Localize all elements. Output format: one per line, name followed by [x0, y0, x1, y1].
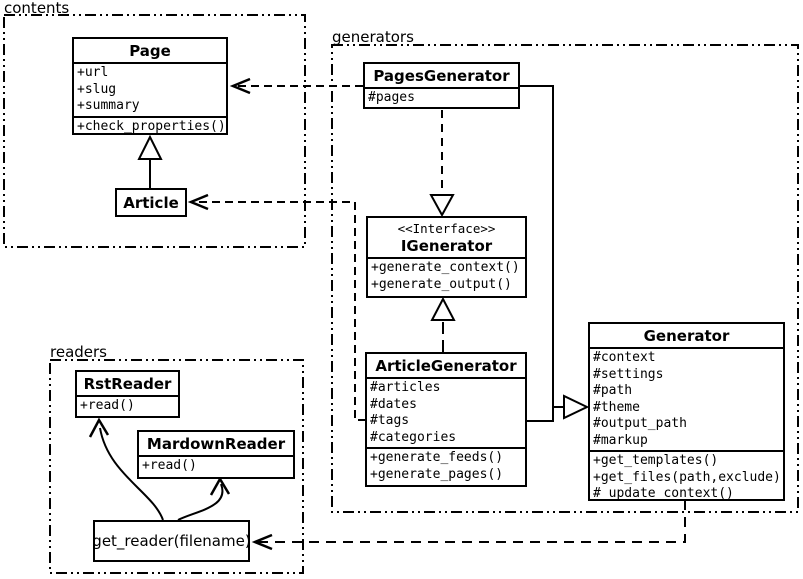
class-mardownreader: MardownReader +read(): [137, 430, 295, 479]
method: #_update_context(): [593, 486, 734, 501]
class-page-methods: +check_properties(): [74, 115, 226, 137]
method: +get_templates(): [593, 453, 719, 468]
realization-pagesgenerator-to-igenerator: [429, 110, 455, 218]
generators-package-label: generators: [332, 28, 414, 46]
class-articlegenerator-methods: +generate_feeds() +generate_pages(): [367, 447, 525, 484]
class-generator: Generator #context #settings #path #them…: [588, 322, 785, 501]
class-page-attributes: +url +slug +summary: [74, 62, 226, 116]
arrow-getreader-to-mardownreader: [177, 476, 231, 521]
generators-package-border: [331, 44, 799, 513]
class-generator-title: Generator: [643, 327, 730, 345]
class-igenerator-methods: +generate_context() +generate_output(): [368, 257, 525, 294]
class-generator-methods: +get_templates() +get_files(path,exclude…: [590, 450, 783, 504]
class-articlegenerator-title: ArticleGenerator: [375, 357, 517, 375]
class-rstreader: RstReader +read(): [75, 370, 180, 418]
class-pagesgenerator-title: PagesGenerator: [373, 67, 510, 85]
attribute: #articles: [370, 380, 441, 395]
method: +generate_output(): [371, 276, 512, 292]
attribute: #categories: [370, 429, 457, 445]
arrow-getreader-to-rstreader: [88, 417, 164, 521]
class-articlegenerator: ArticleGenerator #articles #dates #tags …: [365, 352, 527, 487]
function-get-reader: get_reader(filename): [92, 520, 251, 562]
class-pagesgenerator: PagesGenerator #pages: [363, 62, 520, 109]
attribute: #context: [593, 350, 656, 365]
attribute: +url: [77, 65, 109, 80]
class-igenerator: <<Interface>> IGenerator +generate_conte…: [366, 216, 527, 298]
realization-articlegenerator-to-igenerator: [430, 296, 456, 352]
class-igenerator-stereotype: <<Interface>>: [397, 221, 496, 236]
class-rstreader-title: RstReader: [83, 375, 172, 393]
attribute: #dates: [370, 396, 417, 412]
class-generator-attributes: #context #settings #path #theme #output_…: [590, 347, 783, 450]
attribute: #tags: [370, 413, 410, 428]
class-page-title: Page: [129, 42, 171, 60]
attribute: #theme: [593, 399, 640, 415]
inheritance-article-to-page: [137, 134, 163, 190]
method: +generate_pages(): [370, 466, 504, 482]
class-rstreader-methods: +read(): [77, 395, 178, 416]
method: +read(): [142, 458, 197, 473]
inheritance-generators-to-generator: [520, 85, 590, 422]
class-article: Article: [115, 188, 187, 217]
attribute: #output_path: [593, 416, 687, 431]
method: +generate_context(): [371, 260, 520, 275]
function-get-reader-label: get_reader(filename): [92, 532, 251, 550]
attribute: #pages: [368, 90, 415, 105]
class-mardownreader-methods: +read(): [139, 455, 293, 476]
dependency-generator-to-getreader: [251, 500, 686, 551]
class-page: Page +url +slug +summary +check_properti…: [72, 37, 228, 135]
attribute: +summary: [77, 98, 140, 113]
method: +generate_feeds(): [370, 450, 504, 465]
readers-package-label: readers: [50, 343, 107, 361]
class-article-title: Article: [123, 194, 179, 212]
readers-package-border: [49, 359, 304, 574]
contents-package-label: contents: [4, 0, 70, 17]
dependency-pagesgenerator-to-page: [229, 77, 363, 95]
method: +get_files(path,exclude): [593, 469, 781, 485]
attribute: +slug: [77, 81, 117, 97]
class-articlegenerator-attributes: #articles #dates #tags #categories: [367, 377, 525, 447]
class-mardownreader-title: MardownReader: [146, 435, 286, 453]
class-igenerator-title: IGenerator: [400, 237, 493, 255]
method: +check_properties(): [77, 118, 226, 134]
contents-package-border: [3, 14, 306, 248]
attribute: #path: [593, 383, 633, 398]
attribute: #settings: [593, 366, 664, 382]
class-pagesgenerator-attributes: #pages: [365, 87, 518, 108]
attribute: #markup: [593, 432, 648, 448]
method: +read(): [80, 398, 135, 413]
dependency-articlegenerator-to-article: [187, 193, 366, 421]
